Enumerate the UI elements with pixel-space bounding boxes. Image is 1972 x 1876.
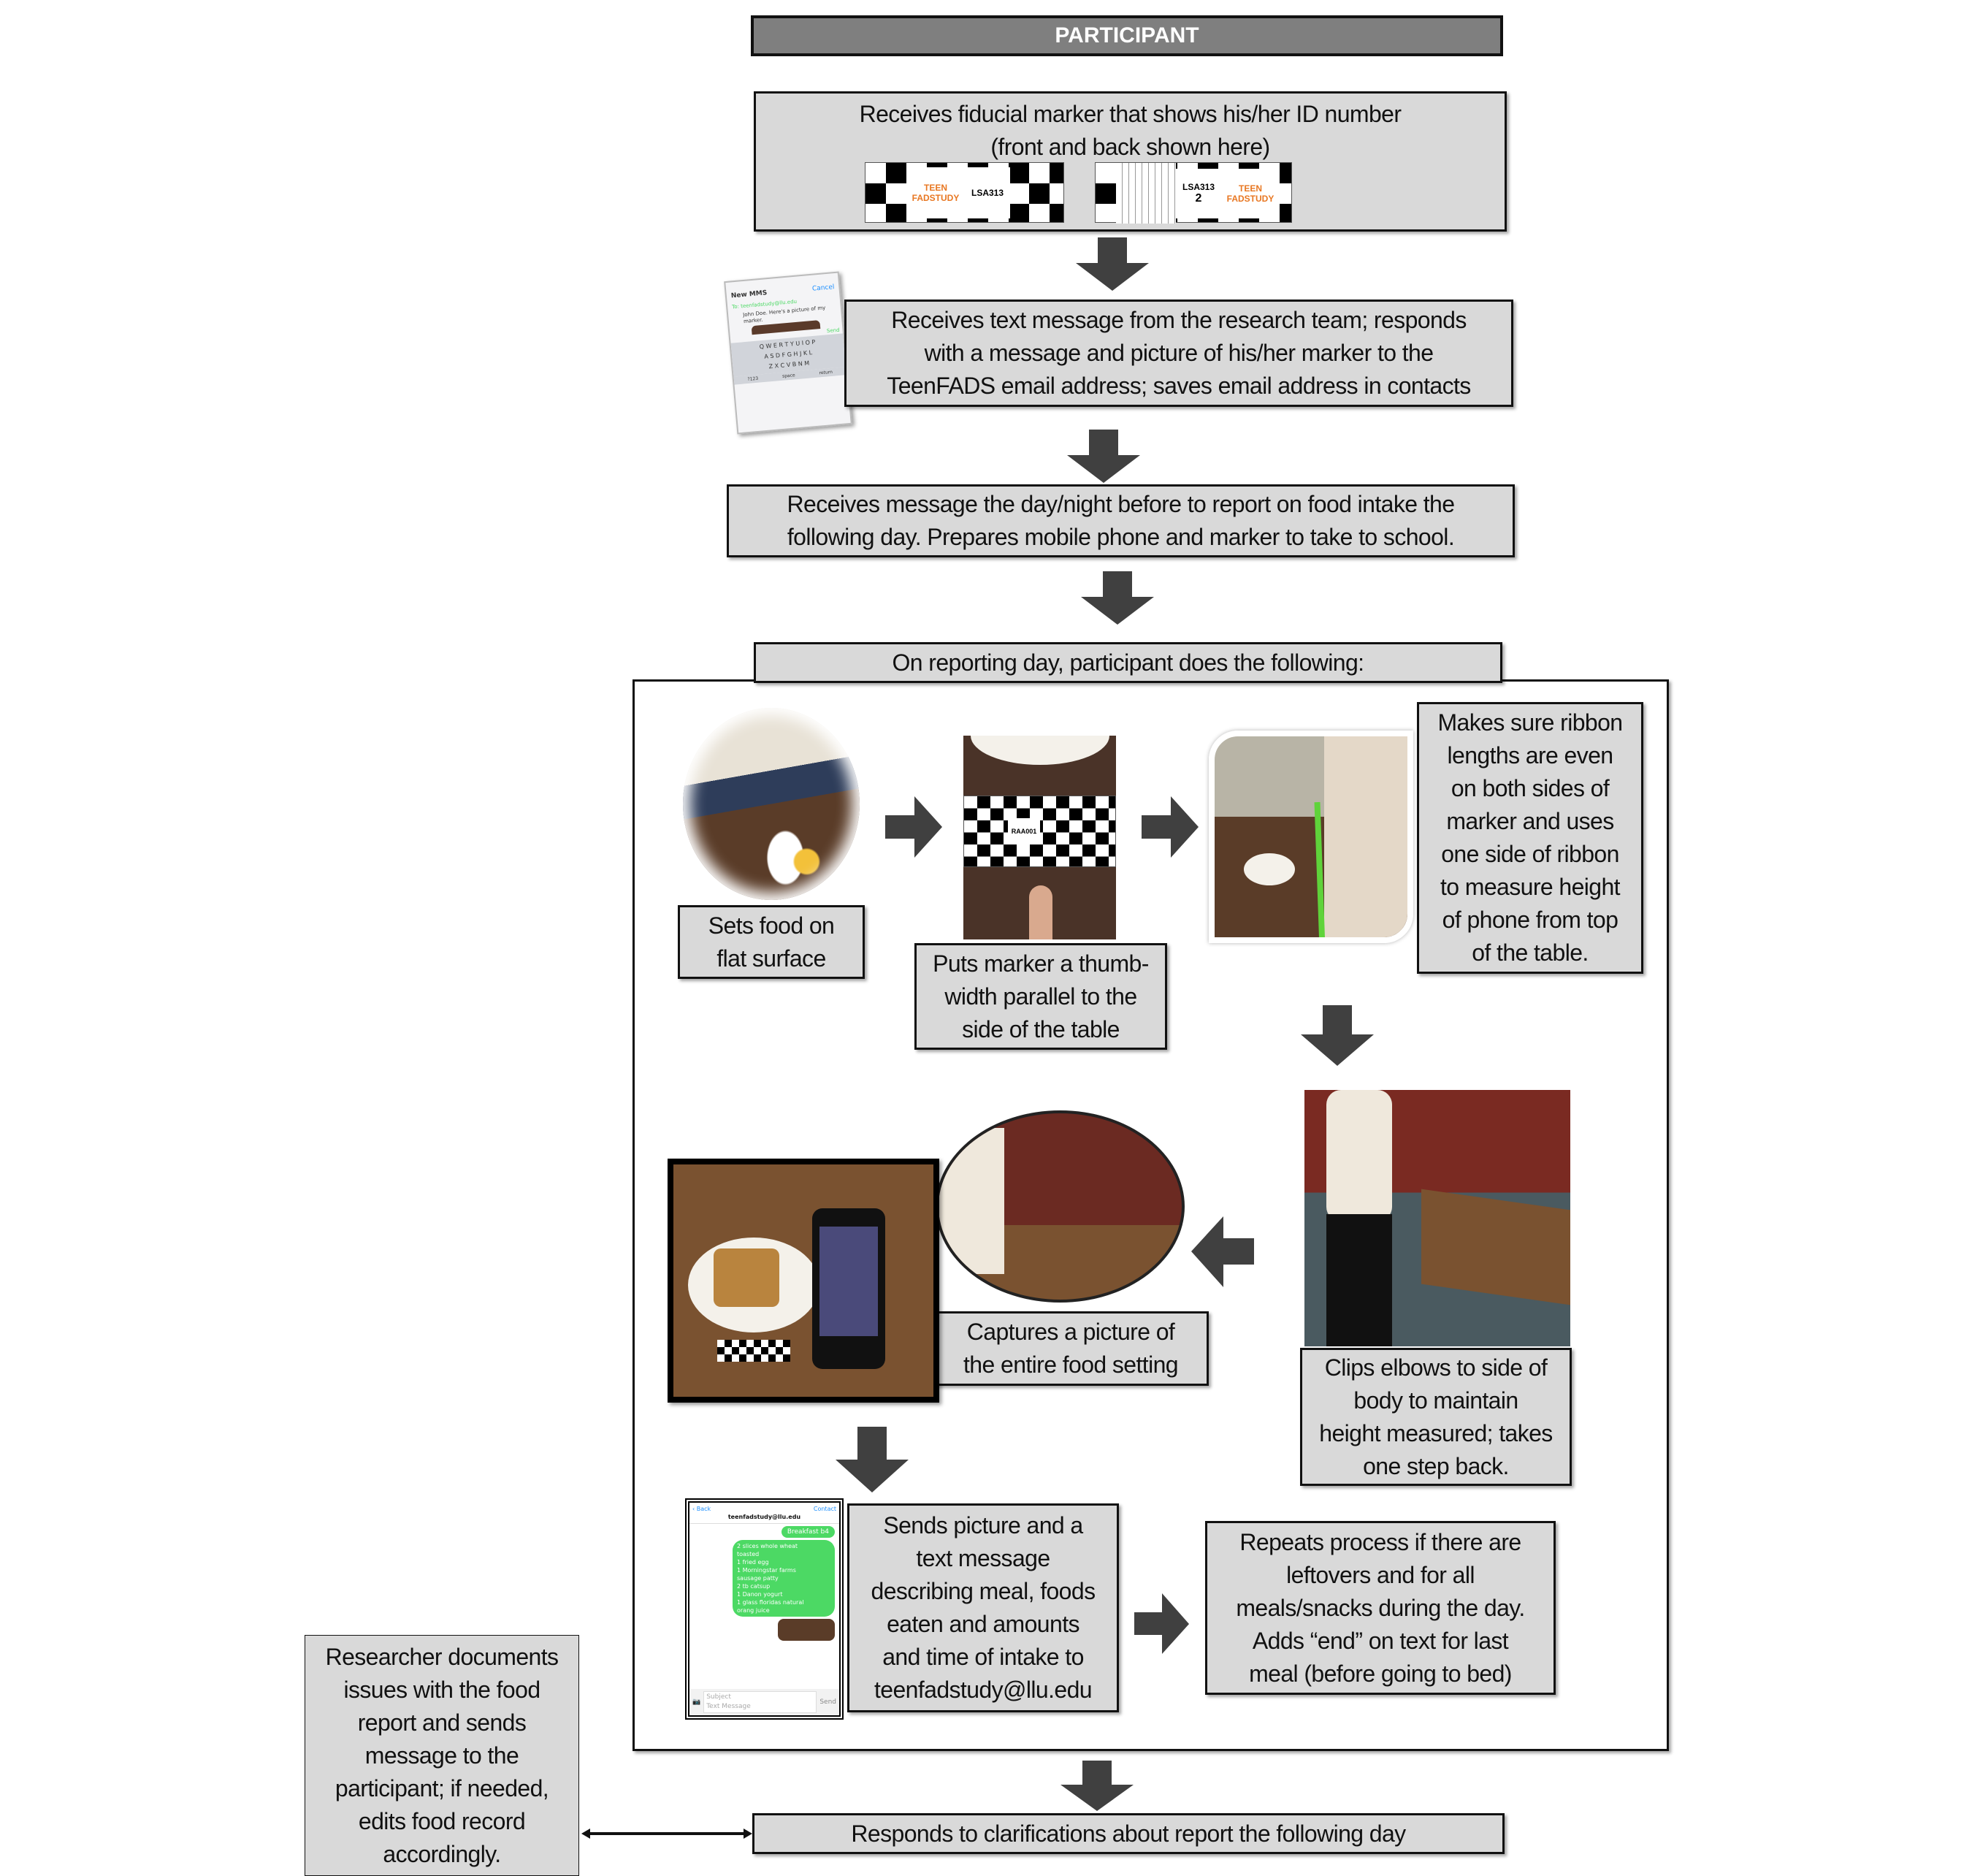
mms-title: New MMS — [730, 289, 768, 300]
report-message-field: Text Message — [706, 1703, 751, 1710]
step-repeats-text: Repeats process if there are leftovers a… — [1236, 1528, 1525, 1687]
mms-key-num: ?123 — [747, 375, 759, 382]
report-photo-thumbnail — [778, 1619, 835, 1641]
step-ribbon-text: Makes sure ribbon lengths are even on bo… — [1437, 709, 1623, 966]
phone-report-screenshot: ‹ Back Contact teenfadstudy@llu.edu Brea… — [685, 1498, 844, 1720]
participant-header: PARTICIPANT — [751, 15, 1503, 56]
step-fiducial-text: Receives fiducial marker that shows his/… — [859, 101, 1402, 160]
right-arrow-icon — [1134, 1593, 1189, 1654]
camera-icon: 📷 — [692, 1698, 701, 1706]
person-legs — [1326, 1214, 1392, 1346]
researcher-text: Researcher documents issues with the foo… — [325, 1643, 559, 1867]
report-bubble-foods: 2 slices whole wheat toasted 1 fried egg… — [733, 1540, 835, 1617]
left-arrow-icon — [1191, 1216, 1254, 1287]
right-arrow-icon — [885, 796, 942, 858]
marker-back-id-text: LSA313 — [1182, 182, 1215, 192]
step-text-message-text: Receives text message from the research … — [887, 307, 1471, 399]
step-sets-food: Sets food on flat surface — [678, 905, 865, 979]
step-sends: Sends picture and a text message describ… — [847, 1503, 1119, 1712]
report-contact-button: Contact — [813, 1506, 836, 1512]
step-repeats: Repeats process if there are leftovers a… — [1205, 1521, 1556, 1695]
double-arrow-icon — [581, 1829, 752, 1839]
step-captures: Captures a picture of the entire food se… — [933, 1311, 1209, 1386]
down-arrow-icon — [836, 1427, 909, 1492]
smartphone-screen — [819, 1227, 878, 1336]
down-arrow-icon — [1076, 237, 1149, 291]
down-arrow-icon — [1081, 571, 1154, 625]
step-clips-elbows: Clips elbows to side of body to maintain… — [1300, 1348, 1572, 1486]
marker-front-image: TEEN FADSTUDY LSA313 — [865, 162, 1064, 223]
participant-title: PARTICIPANT — [1055, 23, 1199, 47]
step-day-before-text: Receives message the day/night before to… — [787, 491, 1455, 550]
step-sets-food-text: Sets food on flat surface — [708, 912, 835, 972]
report-back-button: ‹ Back — [692, 1506, 711, 1512]
photo-ribbon-measure — [1209, 731, 1413, 943]
step-sends-text: Sends picture and a text message describ… — [871, 1512, 1096, 1703]
down-arrow-icon — [1301, 1005, 1374, 1066]
teenfad-logo: TEEN FADSTUDY — [906, 167, 965, 218]
person-torso — [1326, 1090, 1392, 1221]
photo-sets-food — [683, 708, 860, 900]
marker-in-photo — [717, 1340, 790, 1362]
teenfad-logo: TEEN FADSTUDY — [1221, 169, 1280, 218]
right-arrow-icon — [1142, 796, 1199, 858]
marker-on-table: RAA001 — [963, 796, 1116, 867]
marker-photo-id: RAA001 — [1008, 818, 1040, 844]
marker-back-instructions — [1116, 163, 1176, 224]
step-responds: Responds to clarifications about report … — [752, 1813, 1505, 1854]
mms-key-space: space — [781, 373, 795, 379]
mms-key-return: return — [819, 369, 833, 376]
step-ribbon: Makes sure ribbon lengths are even on bo… — [1417, 702, 1643, 974]
step-day-before: Receives message the day/night before to… — [727, 484, 1515, 557]
reporting-day-header: On reporting day, participant does the f… — [754, 642, 1502, 683]
marker-front-id: LSA313 — [965, 167, 1010, 218]
plate — [1244, 853, 1295, 885]
marker-back-number: 2 — [1195, 192, 1202, 205]
plate — [971, 736, 1109, 765]
photo-marker-on-table: RAA001 — [963, 736, 1116, 939]
down-arrow-icon — [1060, 1761, 1134, 1811]
report-subject-field: Subject — [706, 1693, 731, 1701]
step-responds-text: Responds to clarifications about report … — [851, 1820, 1406, 1847]
step-puts-marker: Puts marker a thumb- width parallel to t… — [914, 943, 1167, 1050]
thumb — [1029, 885, 1052, 939]
report-bubble-title: Breakfast b4 — [781, 1526, 835, 1538]
step-captures-text: Captures a picture of the entire food se… — [963, 1319, 1179, 1378]
report-contact-name: teenfadstudy@llu.edu — [727, 1514, 801, 1520]
step-puts-marker-text: Puts marker a thumb- width parallel to t… — [933, 950, 1149, 1042]
step-clips-elbows-text: Clips elbows to side of body to maintain… — [1319, 1354, 1553, 1479]
down-arrow-icon — [1067, 430, 1140, 483]
photo-capture-setting — [936, 1110, 1185, 1303]
mms-cancel: Cancel — [811, 283, 835, 293]
person — [1324, 736, 1407, 937]
step-text-message: Receives text message from the research … — [844, 300, 1513, 407]
report-send-button: Send — [819, 1698, 836, 1706]
researcher-box: Researcher documents issues with the foo… — [305, 1635, 579, 1876]
reporting-day-header-text: On reporting day, participant does the f… — [892, 649, 1365, 676]
photo-phone-capture — [668, 1159, 939, 1403]
table — [1421, 1189, 1570, 1305]
toast — [714, 1248, 779, 1307]
photo-clips-elbows — [1304, 1090, 1570, 1346]
person — [939, 1128, 1004, 1274]
